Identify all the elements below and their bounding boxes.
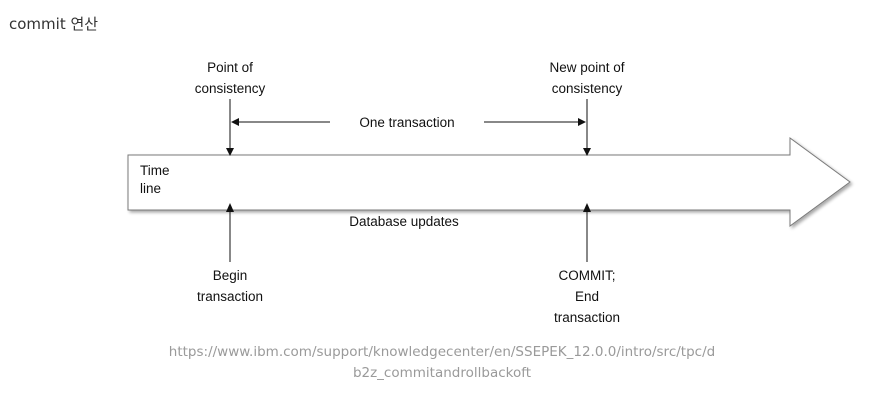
point-of-consistency-label-2: consistency (195, 81, 266, 96)
source-url-line-2: b2z_commitandrollbackoft (352, 365, 532, 381)
begin-consistency-arrowhead (226, 148, 234, 156)
one-transaction-left-arrowhead (231, 118, 239, 126)
time-line-label-1: Time (140, 163, 170, 178)
commit-label-1: COMMIT; (559, 268, 616, 283)
timeline-arrow (127, 137, 851, 227)
begin-transaction-label-2: transaction (197, 289, 263, 304)
database-updates-label: Database updates (349, 214, 459, 229)
begin-transaction-label-1: Begin (213, 268, 248, 283)
new-point-of-consistency-label-2: consistency (552, 81, 623, 96)
new-point-of-consistency-label-1: New point of (549, 60, 624, 75)
time-line-label-2: line (140, 181, 161, 196)
one-transaction-right-arrowhead (578, 118, 586, 126)
begin-transaction-arrowhead (226, 203, 234, 212)
commit-label-2: End (575, 289, 599, 304)
point-of-consistency-label-1: Point of (207, 60, 253, 75)
commit-label-3: transaction (554, 310, 620, 325)
new-consistency-arrowhead (583, 148, 591, 156)
one-transaction-label: One transaction (359, 115, 454, 130)
page-title: commit 연산 (9, 15, 99, 33)
source-url-line-1: https://www.ibm.com/support/knowledgecen… (168, 344, 716, 360)
source-url: https://www.ibm.com/support/knowledgecen… (0, 342, 884, 384)
commit-arrowhead (583, 203, 591, 212)
